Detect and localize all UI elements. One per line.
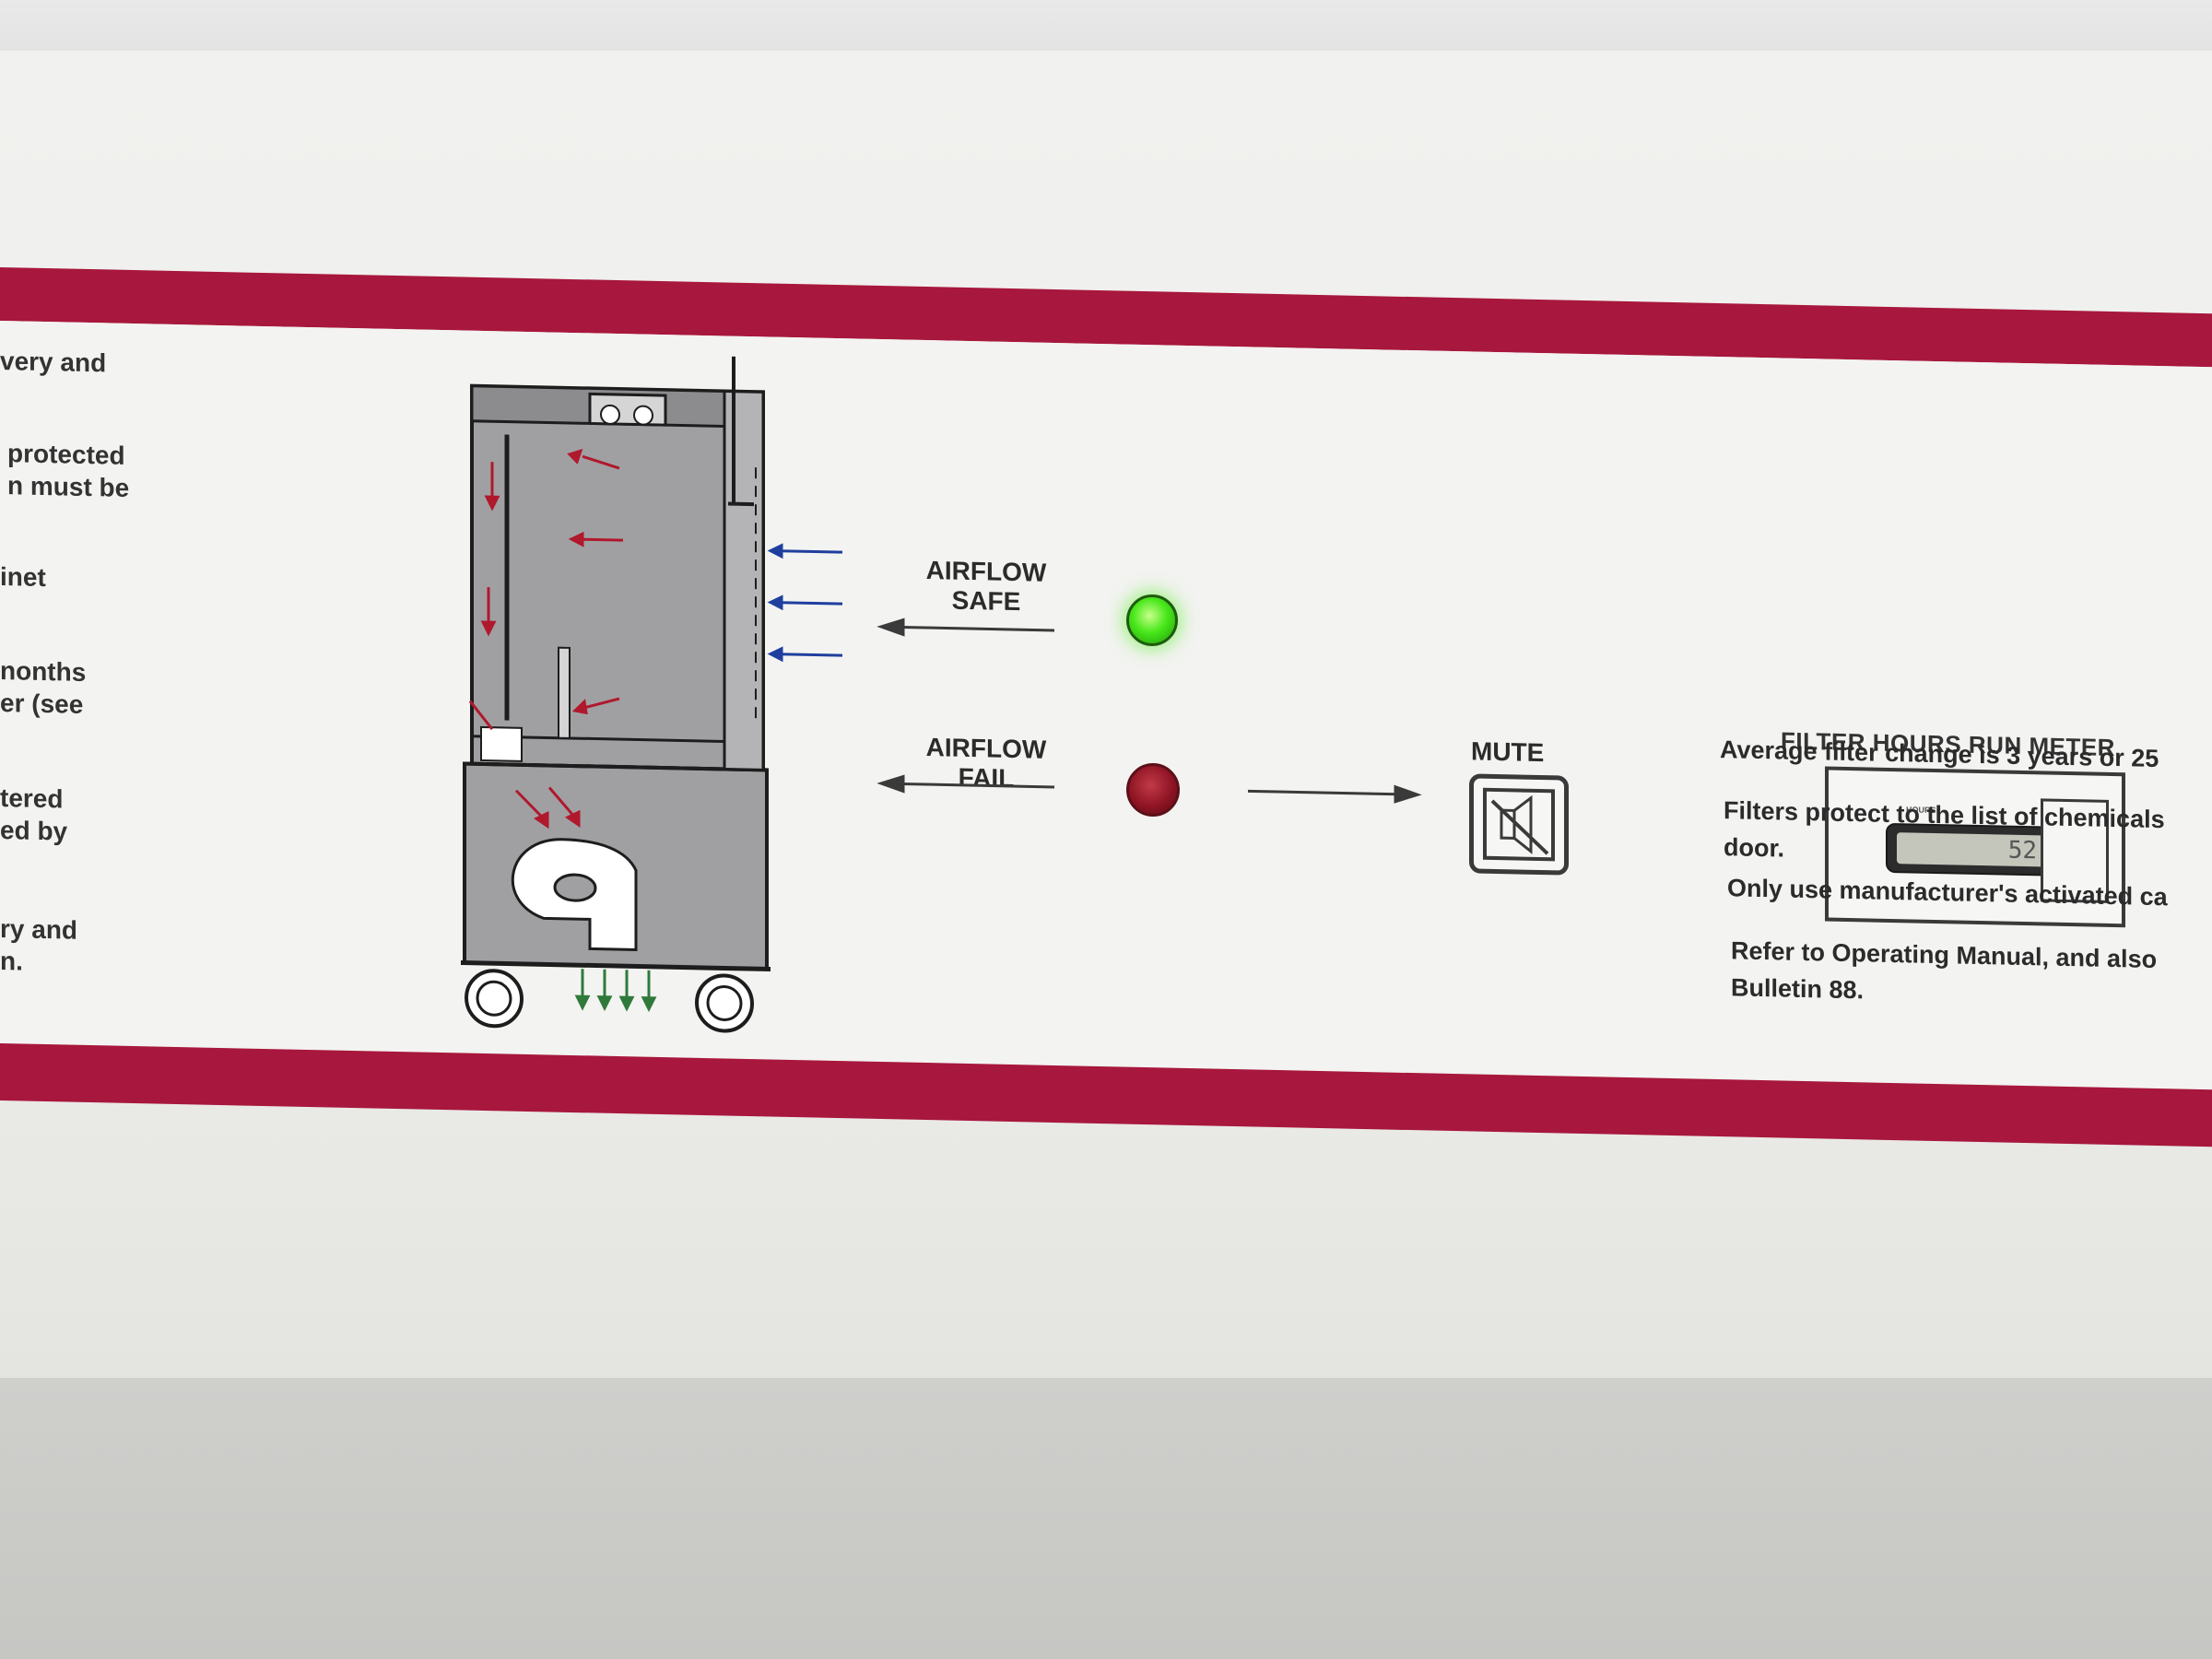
cabinet-front-surface — [0, 1378, 2212, 1659]
left-text-3: inet — [0, 562, 46, 593]
left-text-5: tered ed by — [0, 783, 68, 846]
right-text-2: Filters protect to the list of chemicals… — [1724, 796, 2165, 863]
indicator-arrows — [877, 618, 1422, 804]
left-text-2: protected n must be — [7, 439, 130, 502]
mute-button[interactable] — [1469, 773, 1569, 876]
right-text-4: Refer to Operating Manual, and also Bull… — [1731, 936, 2158, 1005]
left-text-4: nonths er (see — [0, 656, 87, 719]
mute-label: MUTE — [1471, 736, 1545, 768]
airflow-fail-indicator — [1126, 763, 1180, 817]
left-text-6: ry and n. — [0, 914, 78, 976]
muted-speaker-icon — [1483, 787, 1555, 862]
cabinet-airflow-diagram — [461, 356, 842, 1033]
left-text-1: very and — [0, 347, 107, 378]
control-label-panel: very and protected n must be inet nonths… — [0, 267, 2212, 1171]
airflow-safe-indicator — [1126, 594, 1178, 646]
